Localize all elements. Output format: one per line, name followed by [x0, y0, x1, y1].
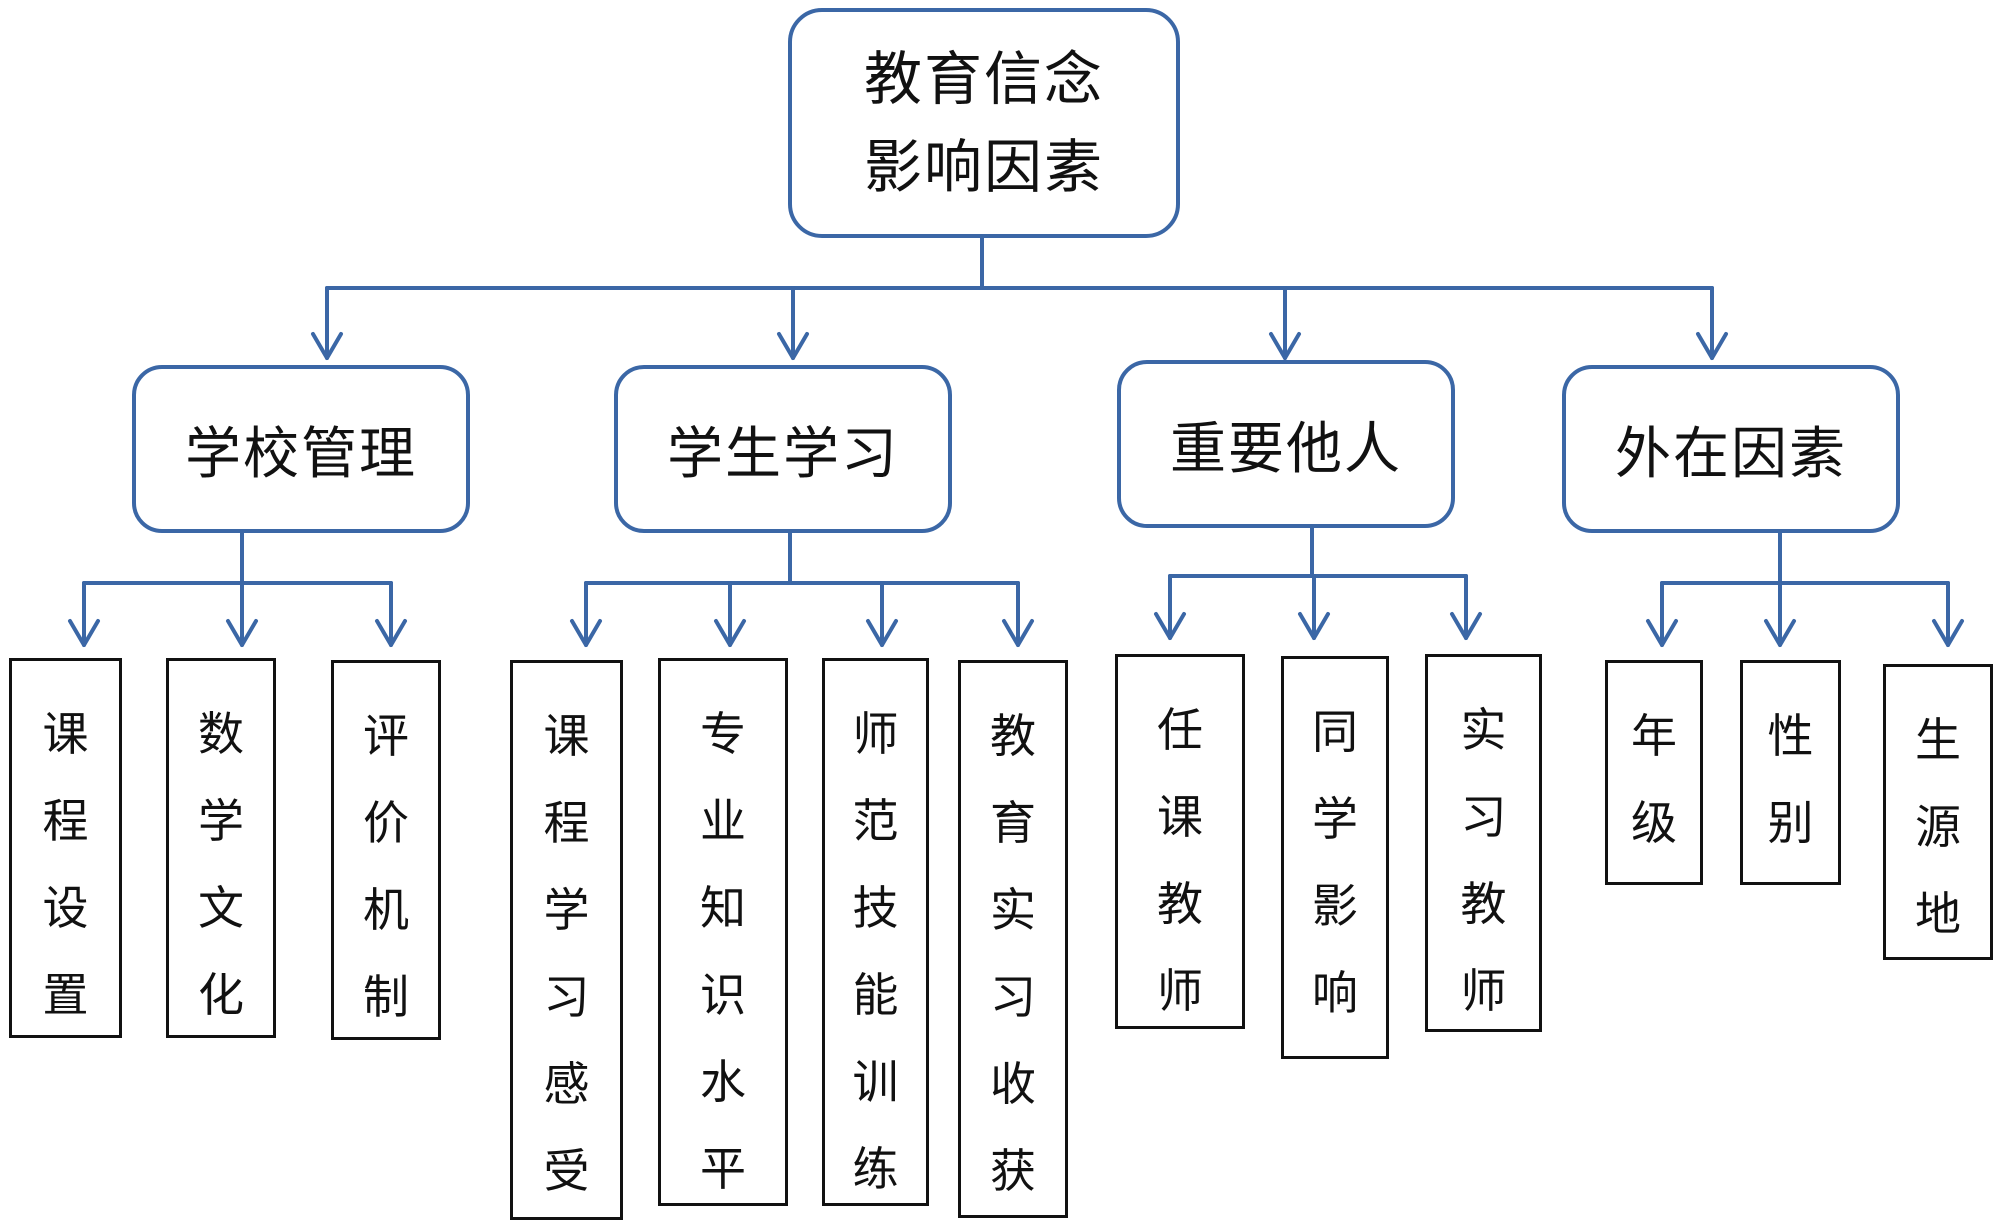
leaf-curriculum-setting: 课程设置 — [9, 658, 122, 1038]
root-node: 教育信念 影响因素 — [788, 8, 1180, 238]
root-title-line2: 影响因素 — [863, 133, 1104, 201]
leaf-teaching-skills-training: 师范技能训练 — [822, 658, 929, 1206]
leaf-student-origin: 生源地 — [1883, 664, 1993, 960]
leaf-internship-teachers: 实习教师 — [1425, 654, 1542, 1032]
leaf-evaluation-mechanism: 评价机制 — [331, 660, 441, 1040]
leaf-internship-gains: 教育实习收获 — [958, 660, 1068, 1218]
leaf-course-teachers: 任课教师 — [1115, 654, 1245, 1029]
category-student-learning: 学生学习 — [614, 365, 952, 533]
leaf-gender: 性别 — [1740, 660, 1841, 885]
leaf-grade: 年级 — [1605, 660, 1703, 885]
leaf-course-learning-feeling: 课程学习感受 — [510, 660, 623, 1220]
category-external-factors: 外在因素 — [1562, 365, 1900, 533]
category-school-management: 学校管理 — [132, 365, 470, 533]
leaf-classmates-influence: 同学影响 — [1281, 656, 1389, 1059]
category-significant-others: 重要他人 — [1117, 360, 1455, 528]
leaf-math-culture: 数学文化 — [166, 658, 276, 1038]
root-title-line1: 教育信念 — [863, 45, 1104, 113]
leaf-professional-knowledge: 专业知识水平 — [658, 658, 788, 1206]
